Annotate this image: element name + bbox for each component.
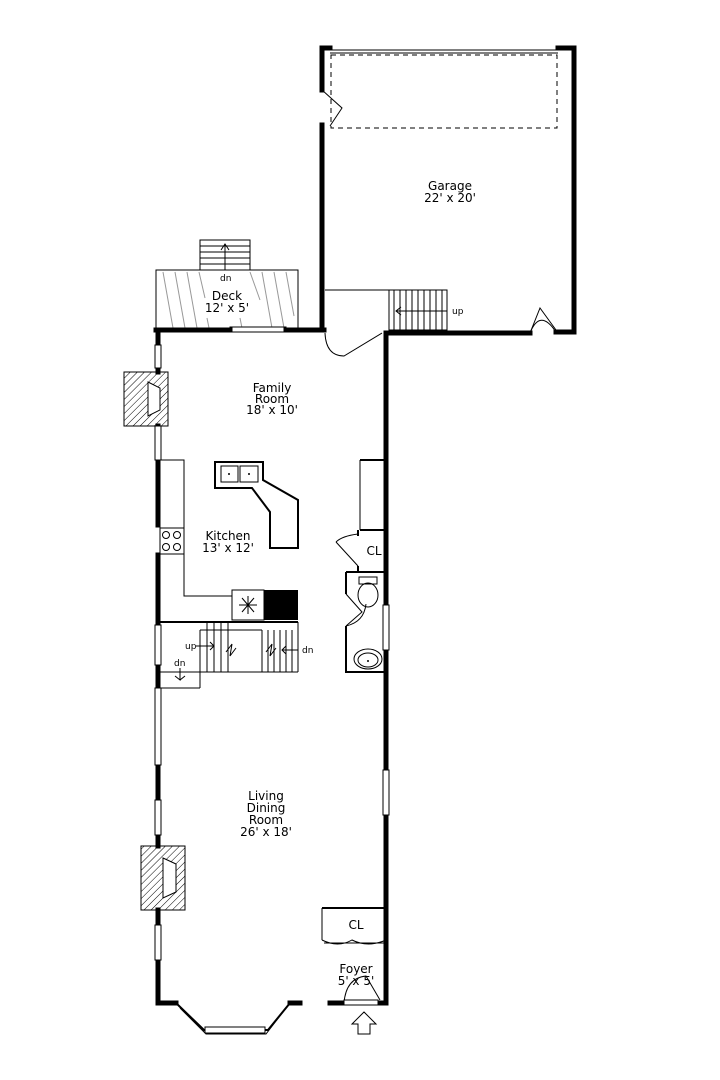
closet-upper-label: CL: [366, 544, 381, 558]
closet-bath-area: CL: [335, 459, 386, 673]
foyer-name: Foyer: [339, 962, 372, 976]
stairs-up-label: up: [185, 642, 197, 652]
living-room-name-3: Room: [249, 813, 283, 827]
garage-stairs-label: up: [452, 307, 464, 317]
garage-area: up Garage 22' x 20': [287, 45, 577, 357]
family-room-size: 18' x 10': [246, 403, 298, 417]
garage-size: 22' x 20': [424, 191, 476, 205]
closet-lower: CL: [321, 907, 387, 945]
deck-name: Deck: [212, 289, 242, 303]
living-room-name-2: Dining: [247, 801, 286, 815]
deck-area: dn Deck 12' x 5': [155, 239, 299, 333]
family-room-name-2: Room: [255, 392, 289, 406]
entry-arrow-icon: [350, 1011, 378, 1035]
family-room-name-1: Family: [253, 381, 292, 395]
fireplace-lower: [140, 845, 186, 911]
kitchen-area: Kitchen 13' x 12': [159, 459, 299, 621]
deck-stairs-label: dn: [220, 274, 231, 284]
garage-name: Garage: [428, 179, 472, 193]
closet-lower-label: CL: [348, 918, 363, 932]
fireplace-upper: [123, 371, 169, 427]
kitchen-name: Kitchen: [205, 529, 250, 543]
foyer-size: 5' x 5': [338, 974, 375, 988]
living-room-name-1: Living: [248, 789, 284, 803]
garage-stairs: [388, 289, 448, 331]
right-windows: [382, 604, 390, 816]
stairs-dn-right-label: dn: [302, 646, 313, 656]
left-windows: [154, 344, 266, 1034]
foyer-area: Foyer 5' x 5': [338, 962, 381, 1035]
deck-size: 12' x 5': [205, 301, 249, 315]
living-room-size: 26' x 18': [240, 825, 292, 839]
kitchen-size: 13' x 12': [202, 541, 254, 555]
main-stairs: up dn dn: [160, 621, 313, 689]
stairs-dn-left-label: dn: [174, 659, 185, 669]
